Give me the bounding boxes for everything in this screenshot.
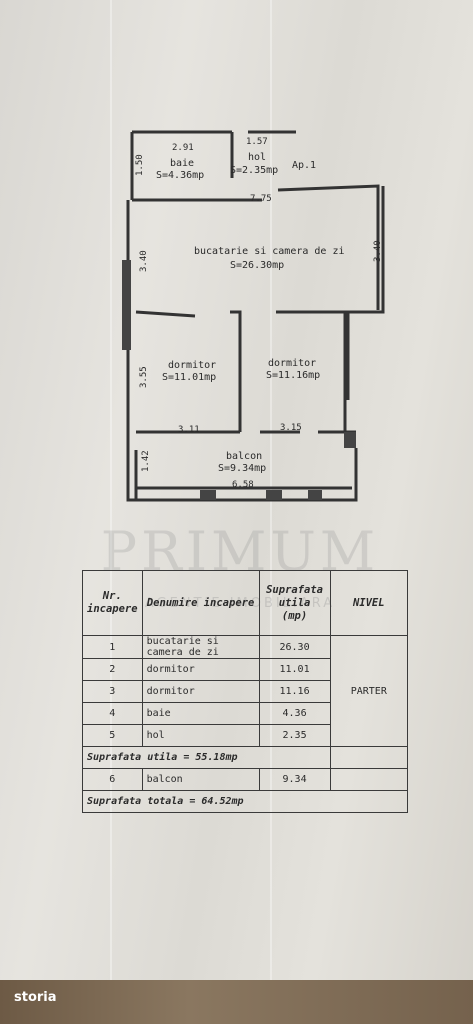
cell-nr: 3 — [82, 680, 143, 703]
total-row: Suprafata totala = 64.52mp — [82, 790, 408, 813]
dimension-label: 3.55 — [139, 366, 149, 388]
fold-line — [110, 0, 112, 980]
table-row: 4 baie 4.36 — [82, 702, 408, 725]
cell-nr: 5 — [82, 724, 143, 747]
room-label: dormitor — [168, 360, 216, 371]
empty-cell — [329, 746, 409, 769]
cell-area: 4.36 — [258, 702, 331, 725]
cell-nr: 2 — [82, 658, 143, 681]
cell-name: balcon — [141, 768, 260, 791]
cell-area: 11.16 — [258, 680, 331, 703]
room-label: baie — [170, 158, 194, 169]
header-name: Denumire incapere — [141, 570, 260, 636]
header-nr: Nr. incapere — [82, 570, 143, 636]
cell-name: hol — [141, 724, 260, 747]
dimension-label: 7.75 — [250, 194, 272, 204]
dimension-label: 1.57 — [246, 137, 268, 147]
room-label: hol — [248, 152, 266, 163]
dimension-label: 3.40 — [139, 250, 149, 272]
rooms-table: Nr. incapere Denumire incapere Suprafata… — [82, 570, 409, 813]
floor-plan: baie S=4.36mp hol S=2.35mp Ap.1 bucatari… — [122, 130, 385, 502]
cell-area: 2.35 — [258, 724, 331, 747]
header-level: NIVEL — [329, 570, 409, 636]
room-label: dormitor — [268, 358, 316, 369]
dimension-label: 2.91 — [172, 143, 194, 153]
cell-name: bucatarie si camera de zi — [141, 635, 260, 659]
footer-bar — [0, 980, 473, 1024]
cell-level: PARTER — [329, 635, 409, 747]
dimension-label: 3.15 — [280, 423, 302, 433]
cell-name: dormitor — [141, 658, 260, 681]
cell-nr: 6 — [82, 768, 143, 791]
table-row: 6 balcon 9.34 — [82, 768, 409, 791]
dimension-label: 3.11 — [178, 425, 200, 435]
cell-nr: 1 — [82, 635, 143, 659]
empty-cell — [329, 768, 409, 791]
room-area: S=11.01mp — [162, 372, 216, 383]
room-area: S=9.34mp — [218, 463, 266, 474]
table-row: 1 bucatarie si camera de zi 26.30 PARTER — [82, 635, 409, 747]
apartment-label: Ap.1 — [292, 160, 316, 171]
cell-name: dormitor — [141, 680, 260, 703]
dimension-label: 1.50 — [135, 154, 145, 176]
paper-sheet — [0, 0, 473, 980]
dimension-label: 1.42 — [141, 450, 151, 472]
subtotal-row: Suprafata utila = 55.18mp — [82, 746, 409, 769]
room-area: S=2.35mp — [230, 165, 278, 176]
table-row: 5 hol 2.35 — [82, 724, 408, 747]
cell-name: baie — [141, 702, 260, 725]
room-area: S=4.36mp — [156, 170, 204, 181]
room-area: S=11.16mp — [266, 370, 320, 381]
header-area: Suprafata utila (mp) — [258, 570, 331, 636]
room-label: balcon — [226, 451, 262, 462]
total-text: Suprafata totala = 64.52mp — [82, 790, 408, 813]
table-row: 3 dormitor 11.16 — [82, 680, 408, 703]
dimension-label: 3.40 — [373, 240, 383, 262]
room-area: S=26.30mp — [230, 260, 284, 271]
subtotal-text: Suprafata utila = 55.18mp — [82, 746, 331, 769]
dimension-label: 6.58 — [232, 480, 254, 490]
storia-logo: storia — [14, 990, 57, 1005]
cell-area: 11.01 — [258, 658, 331, 681]
cell-area: 9.34 — [258, 768, 331, 791]
room-label: bucatarie si camera de zi — [194, 246, 345, 257]
cell-area: 26.30 — [258, 635, 331, 659]
cell-nr: 4 — [82, 702, 143, 725]
table-header-row: Nr. incapere Denumire incapere Suprafata… — [82, 570, 409, 636]
